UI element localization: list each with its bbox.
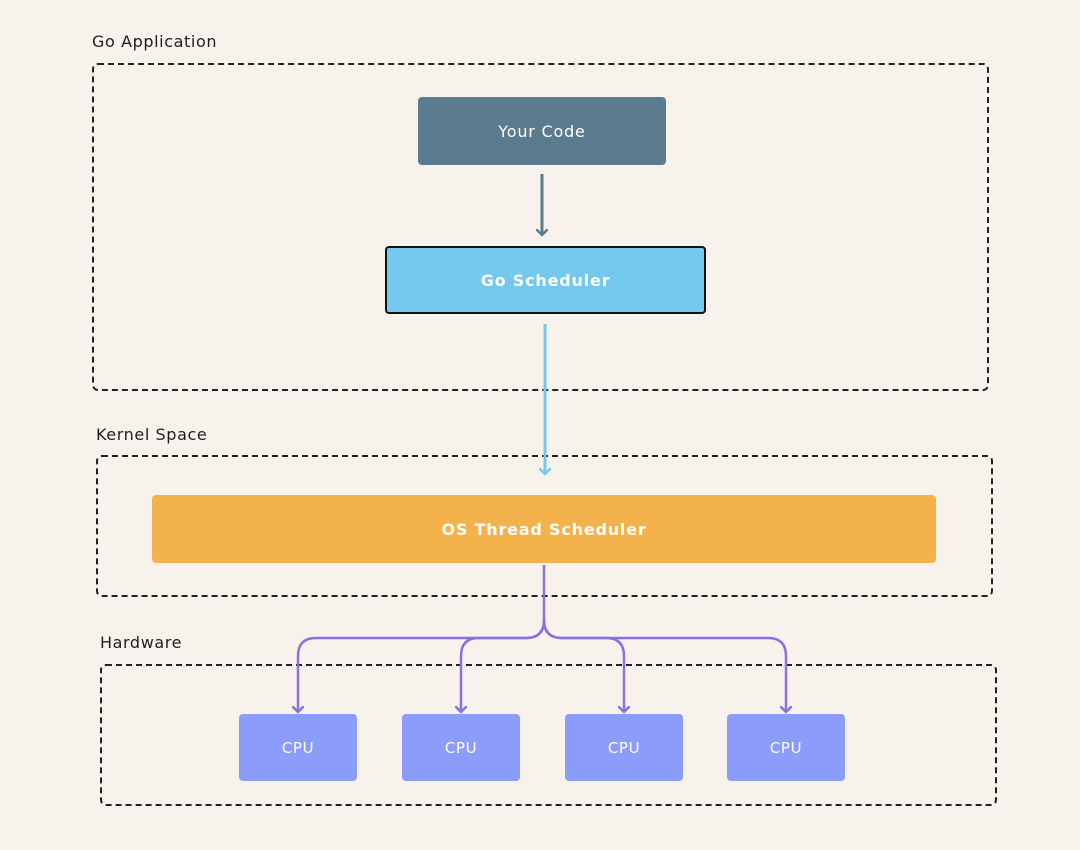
cpu-node: CPU: [565, 714, 683, 781]
kernel-space-label: Kernel Space: [96, 425, 208, 444]
your-code-label: Your Code: [498, 121, 586, 141]
cpu-label: CPU: [281, 738, 315, 757]
cpu-label: CPU: [769, 738, 803, 757]
cpu-label: CPU: [444, 738, 478, 757]
go-scheduler-label: Go Scheduler: [480, 270, 611, 290]
arrow-os-to-cpu-3: [542, 619, 624, 712]
go-application-label: Go Application: [92, 32, 218, 51]
your-code-node: Your Code: [418, 97, 666, 165]
cpu-node: CPU: [727, 714, 845, 781]
cpu-node: CPU: [402, 714, 520, 781]
go-scheduler-node: Go Scheduler: [385, 246, 706, 314]
hardware-label: Hardware: [100, 633, 183, 652]
go-application-group: [92, 63, 989, 391]
arrow-os-to-cpu-4: [542, 619, 786, 712]
hardware-group: [100, 664, 997, 806]
cpu-node: CPU: [239, 714, 357, 781]
os-thread-scheduler-label: OS Thread Scheduler: [441, 519, 647, 539]
arrow-os-to-cpu-2: [461, 619, 546, 712]
cpu-label: CPU: [607, 738, 641, 757]
os-thread-scheduler-node: OS Thread Scheduler: [152, 495, 936, 563]
